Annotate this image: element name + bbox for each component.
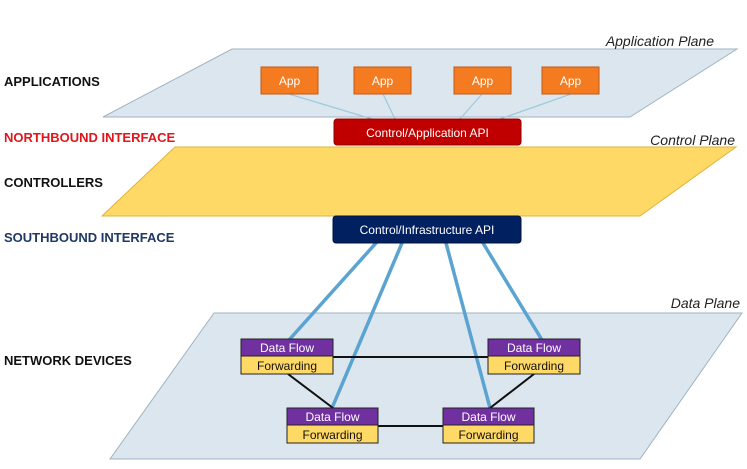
data-plane (109, 312, 743, 460)
app-box: App (453, 66, 512, 95)
network-device: Data Flow Forwarding (487, 338, 581, 375)
app-box: App (541, 66, 600, 95)
southbound-link (481, 241, 544, 342)
network-devices-label: NETWORK DEVICES (4, 353, 132, 368)
device-forwarding-label: Forwarding (302, 428, 362, 442)
northbound-api-box: Control/Application API (333, 118, 522, 146)
control-plane (100, 146, 738, 217)
applications-label: APPLICATIONS (4, 74, 100, 89)
app-label: App (560, 74, 582, 88)
app-box: App (260, 66, 319, 95)
application-plane-title: Application Plane (605, 33, 714, 49)
app-label: App (279, 74, 301, 88)
northbound-api-label: Control/Application API (366, 126, 489, 140)
southbound-link (444, 241, 492, 410)
device-forwarding-label: Forwarding (458, 428, 518, 442)
southbound-api-label: Control/Infrastructure API (360, 223, 495, 237)
app-api-connectors (288, 93, 572, 120)
app-label: App (472, 74, 494, 88)
southbound-link (330, 241, 404, 410)
controllers-label: CONTROLLERS (4, 175, 103, 190)
device-dataflow-label: Data Flow (461, 410, 515, 424)
device-link (287, 373, 334, 409)
network-device: Data Flow Forwarding (240, 338, 334, 375)
app-box: App (353, 66, 412, 95)
data-plane-title: Data Plane (671, 295, 740, 311)
device-links (287, 356, 535, 427)
northbound-interface-label: NORTHBOUND INTERFACE (4, 130, 175, 145)
device-dataflow-label: Data Flow (260, 341, 314, 355)
device-dataflow-label: Data Flow (507, 341, 561, 355)
control-plane-title: Control Plane (650, 132, 735, 148)
southbound-links (287, 241, 544, 410)
application-plane (102, 48, 739, 118)
device-dataflow-label: Data Flow (305, 410, 359, 424)
network-device: Data Flow Forwarding (286, 407, 379, 444)
network-device: Data Flow Forwarding (442, 407, 535, 444)
app-label: App (372, 74, 394, 88)
southbound-api-box: Control/Infrastructure API (332, 215, 522, 244)
device-link (489, 373, 535, 409)
device-forwarding-label: Forwarding (257, 359, 317, 373)
southbound-link (287, 241, 378, 342)
device-forwarding-label: Forwarding (504, 359, 564, 373)
southbound-interface-label: SOUTHBOUND INTERFACE (4, 230, 175, 245)
